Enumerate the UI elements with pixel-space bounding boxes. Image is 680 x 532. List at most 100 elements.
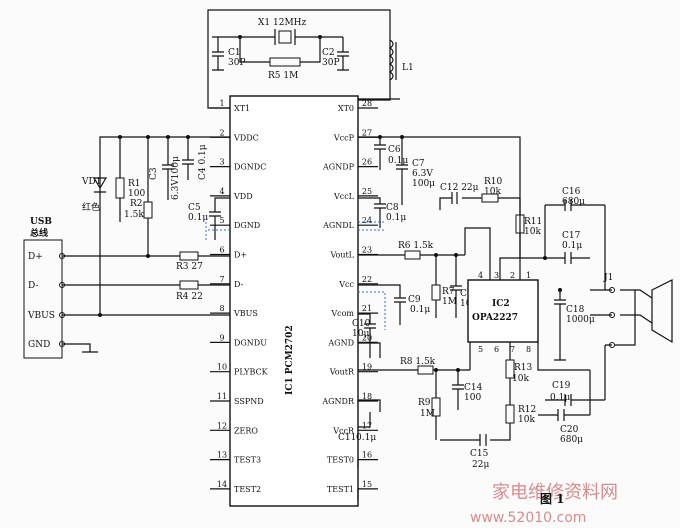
- c11-label: C11: [338, 433, 356, 443]
- r13-value: 10k: [512, 374, 529, 384]
- c4-label: C4 0.1μ: [198, 144, 208, 180]
- ic1-body: [229, 95, 359, 507]
- ic1-pin-7-name: D-: [234, 280, 244, 289]
- r1-value: 100: [128, 189, 145, 199]
- usb-pin-label: GND: [28, 340, 50, 350]
- resistor-r6: [404, 250, 421, 260]
- r11-label: R11: [524, 217, 542, 227]
- ic1-pin-7-number: 7: [219, 275, 224, 284]
- x1-label: X1 12MHz: [258, 18, 307, 28]
- c3-value: 6.3V100μ: [171, 156, 181, 200]
- c19-value: 0.1μ: [550, 393, 570, 403]
- r9-value: 1M: [420, 409, 435, 419]
- c9-label: C9: [408, 295, 421, 305]
- c2-value: 30P: [322, 58, 340, 68]
- ic1-pin-21-number: 21: [362, 304, 372, 313]
- r10-label: R10: [484, 177, 503, 187]
- c19-label: C19: [552, 381, 571, 391]
- l1-label: L1: [402, 63, 414, 73]
- usb-pin-label: VBUS: [27, 311, 55, 321]
- power-section: VD1 红色 R1 100 R2 1.5k C3 6.3V100μ C4 0.1…: [81, 135, 230, 290]
- ic1-pin-5-name: DGND: [234, 221, 260, 230]
- r12-label: R12: [518, 405, 536, 415]
- ic1-pin-25-name: VccL: [333, 192, 355, 201]
- c20-label: C20: [560, 425, 579, 435]
- r6-label: R6 1.5k: [398, 241, 434, 251]
- c3-label: C3: [149, 167, 159, 180]
- resistor-r3: [179, 251, 199, 261]
- r13-label: R13: [514, 363, 533, 373]
- ic2-label: IC2: [492, 299, 510, 309]
- ic1-pin-23-name: VoutL: [329, 251, 354, 260]
- ic1-pin-25-number: 25: [362, 187, 372, 196]
- c7-v: 6.3V: [412, 169, 433, 179]
- r9-label: R9: [418, 398, 431, 408]
- c1-value: 30P: [228, 58, 246, 68]
- ic1-pin-8-number: 8: [219, 304, 224, 313]
- usb-pin-label: D+: [28, 252, 43, 262]
- ic2-part: OPA2227: [472, 313, 518, 323]
- r7-value: 1M: [442, 297, 457, 307]
- crystal-x1: [278, 30, 292, 44]
- ic1-pin-3-name: DGNDC: [234, 163, 266, 172]
- c14-label: C14: [464, 383, 483, 393]
- ic1-pin-16-name: TEST0: [327, 456, 354, 465]
- j1-label: J1: [603, 273, 613, 283]
- c20-value: 680μ: [560, 435, 583, 445]
- ic2-pin-3: 3: [494, 271, 499, 280]
- r2-value: 1.5k: [124, 210, 144, 220]
- resistor-r13: [505, 359, 515, 379]
- ic1-pin-18-name: AGNDR: [321, 397, 355, 406]
- ic1-pin-1-number: 1: [219, 99, 224, 108]
- ic1-pins: 1XT12VDDC3DGNDC4VDD5DGND6D+7D-8VBUS9DGND…: [210, 99, 378, 494]
- r5-label: R5 1M: [268, 71, 298, 81]
- ic1-pin-17-name: VccR: [332, 426, 355, 435]
- ic1-pin-24-name: AGNDL: [322, 221, 355, 230]
- resistor-r12: [505, 404, 515, 424]
- ic1-pin-26-name: AGNDP: [322, 163, 355, 172]
- ic1-pin-13-name: TEST3: [234, 456, 261, 465]
- usb-label: USB: [30, 217, 52, 227]
- ic1-pin-21-name: Vcom: [330, 309, 354, 318]
- r8-label: R8 1.5k: [400, 357, 436, 367]
- ic1-pin-22-name: Vcc: [338, 280, 354, 289]
- r11-value: 10k: [524, 227, 541, 237]
- ic1-pin-27-number: 27: [362, 128, 372, 137]
- c16-value: 680μ: [562, 197, 585, 207]
- ic1-pin-8-name: VBUS: [233, 309, 258, 318]
- ic2-pin-6: 6: [494, 345, 499, 354]
- ic1-pin-2-number: 2: [219, 128, 224, 137]
- ic1-pin-19-name: VoutR: [329, 368, 355, 377]
- r1-label: R1: [128, 179, 141, 189]
- c10-value: 10μ: [352, 329, 369, 339]
- ic1-pin-15-name: TEST1: [327, 485, 354, 494]
- ic1-pin-20-name: AGND: [327, 338, 354, 347]
- c18-label: C18: [566, 305, 585, 315]
- ic1-pin-22-number: 22: [362, 275, 372, 284]
- r4-label: R4 22: [176, 292, 203, 302]
- ic1-pin-28-number: 28: [362, 99, 372, 108]
- c15-label: C15: [470, 449, 489, 459]
- r3-label: R3 27: [176, 262, 203, 272]
- c2-label: C2: [322, 48, 335, 58]
- ic1-pin-9-name: DGNDU: [234, 338, 267, 347]
- ic2-pin-7: 7: [510, 345, 515, 354]
- ic1-pin-4-number: 4: [219, 187, 224, 196]
- c10-label: C10: [352, 319, 371, 329]
- ic1-pin-13-number: 13: [217, 451, 227, 460]
- ic1-pin-9-number: 9: [219, 333, 224, 342]
- c14-value: 100: [464, 393, 481, 403]
- resistor-r7: [431, 284, 441, 301]
- ic1-pin-4-name: VDD: [233, 192, 253, 201]
- c12-label: C12 22μ: [440, 183, 479, 193]
- ic1-pin-6-name: D+: [234, 251, 247, 260]
- c17-label: C17: [562, 231, 581, 241]
- ic1-pin-11-number: 11: [217, 392, 227, 401]
- ic2-pin-5: 5: [478, 345, 483, 354]
- c5-label: C5: [188, 203, 201, 213]
- output-section: C16 680μ C17 0.1μ C18 1000μ J1 C19 0.1μ …: [538, 187, 673, 445]
- resistor-r2: [143, 201, 153, 219]
- ic2-pin-8: 8: [526, 345, 531, 354]
- watermark-site: 家电维修资料网: [492, 482, 618, 503]
